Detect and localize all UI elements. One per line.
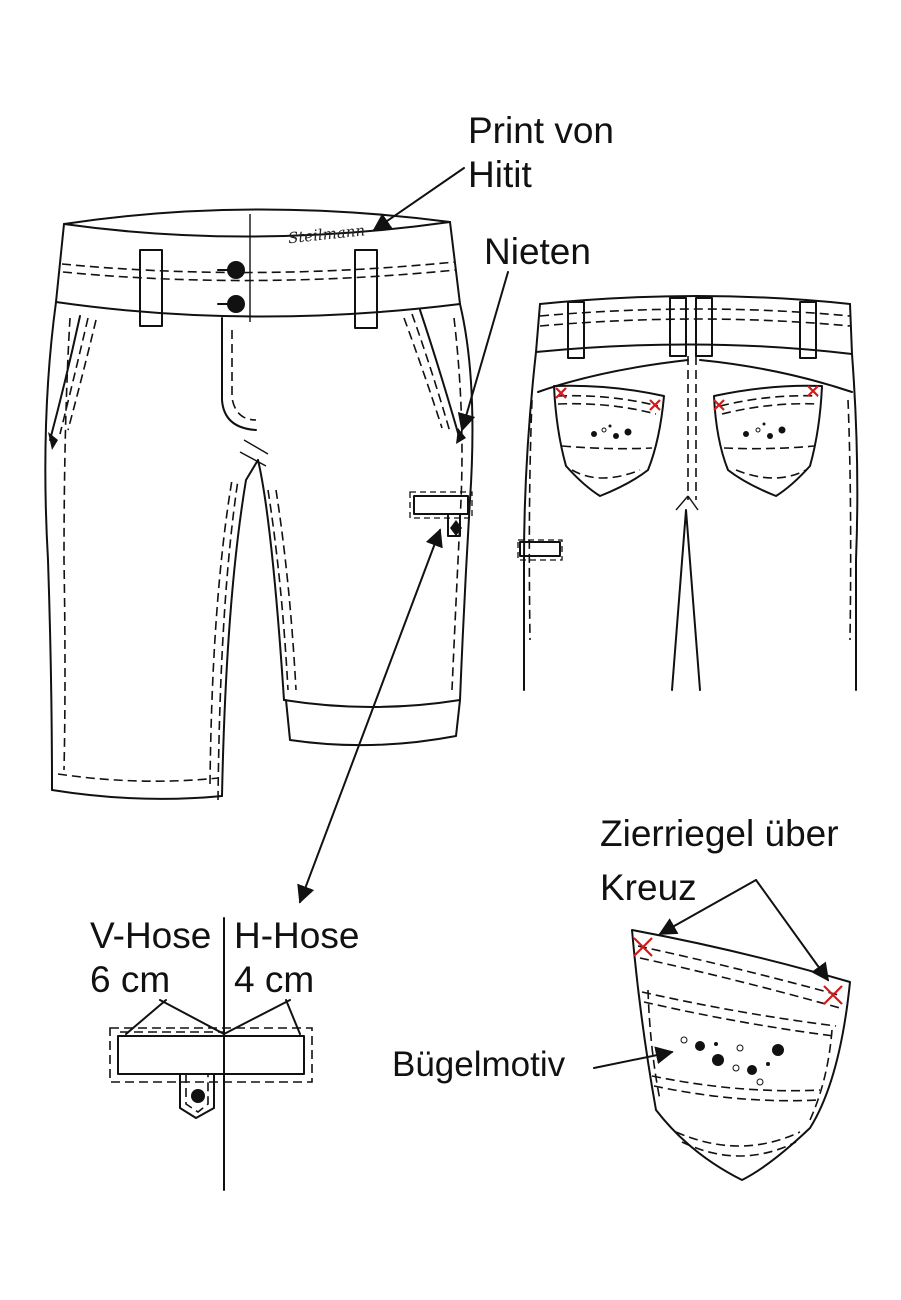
- label-print-line2: Hitit: [468, 154, 532, 195]
- tab-size-detail: [109, 917, 313, 1191]
- iron-motif: [591, 424, 632, 439]
- label-decor-bartack-line1: Zierriegel über: [600, 813, 839, 854]
- rivet-icon: [456, 428, 466, 444]
- label-print-line1: Print von: [468, 110, 614, 151]
- bartack-cross-icon: [555, 385, 819, 411]
- label-iron-motif: Bügelmotiv: [392, 1045, 566, 1084]
- iron-motif: [680, 1036, 784, 1086]
- button-icon: [217, 261, 245, 279]
- button-icon: [217, 295, 245, 313]
- back-view-trousers: [517, 295, 859, 691]
- label-decor-bartack-line2: Kreuz: [600, 867, 697, 908]
- label-back-tab: H-Hose: [234, 915, 359, 956]
- front-view-shorts: Steilmann: [44, 208, 474, 801]
- iron-motif: [743, 422, 786, 439]
- annotation-arrows: [297, 167, 830, 1069]
- label-front-tab: V-Hose: [90, 915, 211, 956]
- waistband-logo-print: Steilmann: [287, 221, 366, 247]
- label-front-tab-size: 6 cm: [90, 959, 170, 1000]
- label-back-tab-size: 4 cm: [234, 959, 314, 1000]
- rivet-icon: [48, 432, 58, 450]
- bartack-cross-icon: [633, 937, 843, 1005]
- pocket-detail: [631, 929, 851, 1181]
- front-tab-detail: [409, 491, 473, 537]
- label-rivets: Nieten: [484, 231, 591, 272]
